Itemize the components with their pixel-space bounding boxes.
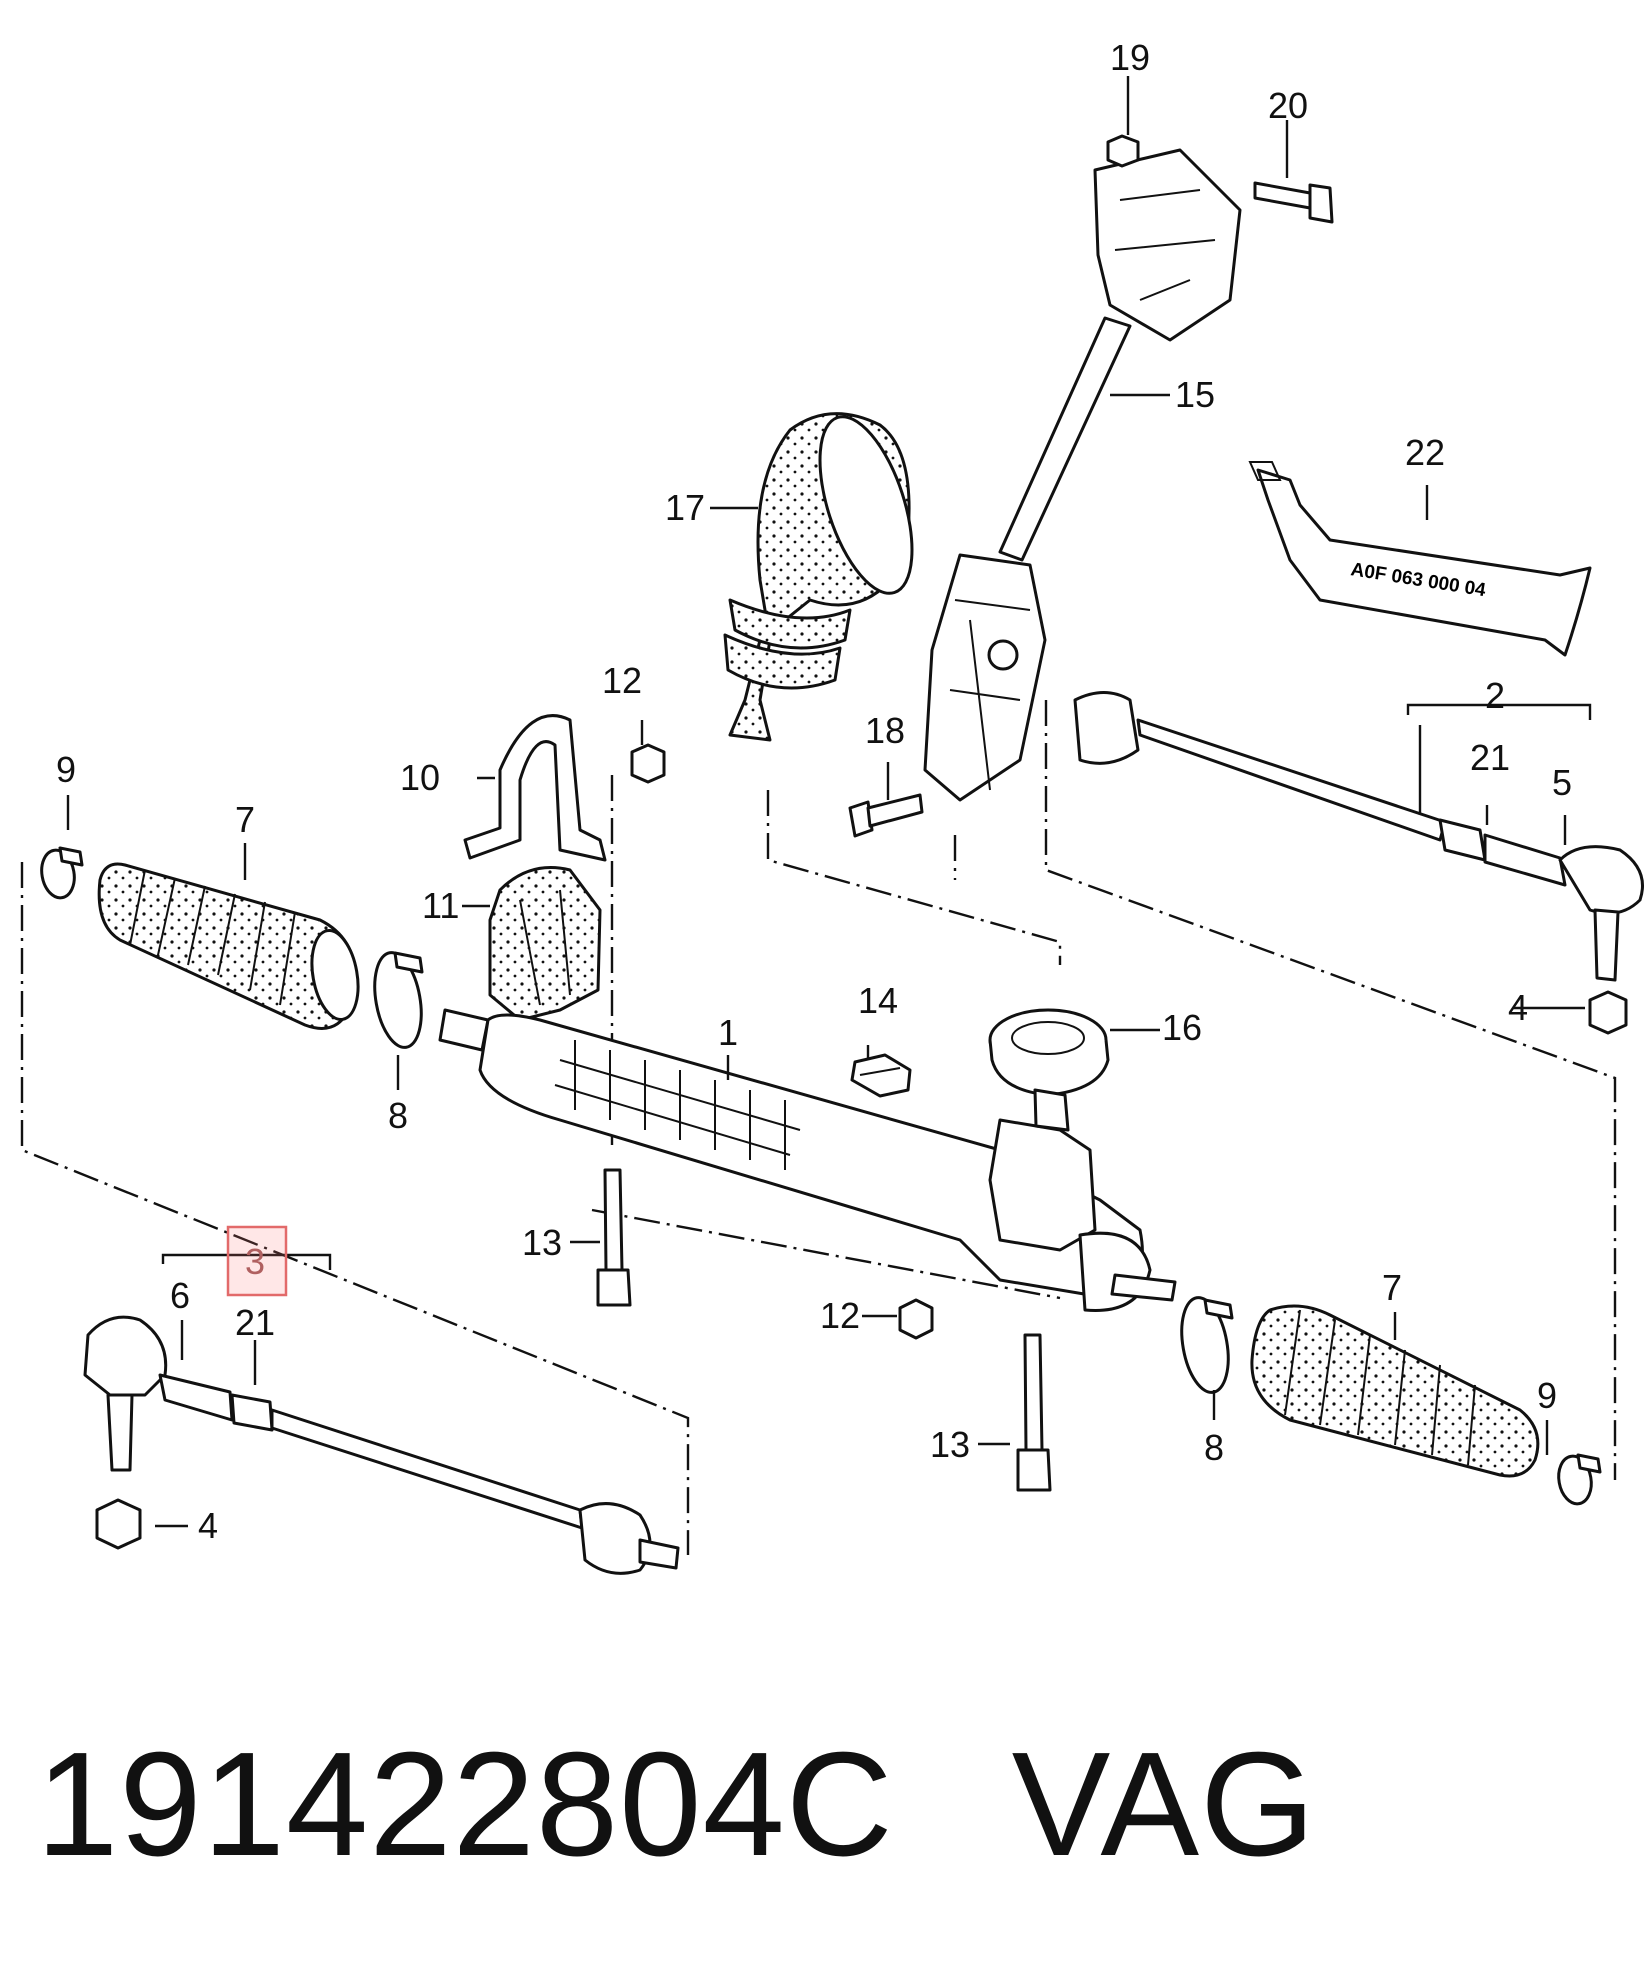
bearing-ring-16 [988,1008,1110,1097]
rack-windows [554,1040,801,1170]
callout-21-left: 21 [235,1302,275,1343]
callout-7-right: 7 [1382,1267,1402,1308]
nut-19 [1106,134,1140,168]
steering-rack-exploded-diagram: A0F 063 000 04 [20,37,1644,1575]
callout-12-upper: 12 [602,660,642,701]
nut-4-right [1588,990,1628,1035]
part-caption: 191422804C VAG [36,1700,1316,1910]
callout-10: 10 [400,757,440,798]
part-number: 191422804C [36,1722,894,1887]
callout-3: 3 [245,1241,265,1282]
callout-21-right: 21 [1470,737,1510,778]
callout-8-left: 8 [388,1095,408,1136]
bush-11 [488,866,602,1022]
callout-12-lower: 12 [820,1295,860,1336]
callout-5: 5 [1552,762,1572,803]
callout-22: 22 [1405,432,1445,473]
rack-housing-1 [438,1008,1177,1312]
callout-19: 19 [1110,37,1150,78]
boot-7-right [1250,1304,1540,1478]
callout-11: 11 [422,885,459,926]
callout-2: 2 [1485,675,1505,716]
highlight-box [226,1225,288,1297]
callouts: 19 20 15 17 22 2 21 5 12 18 10 11 14 16 … [56,37,1572,1546]
callout-6: 6 [170,1275,190,1316]
callout-16: 16 [1162,1007,1202,1048]
callout-8-right: 8 [1204,1427,1224,1468]
boot-17 [723,412,914,742]
callout-4-right: 4 [1508,987,1528,1028]
boot-7-left [97,862,360,1030]
leader-lines [66,76,1592,1528]
callout-13-lower: 13 [930,1424,970,1465]
nut-4-left [95,1498,142,1550]
nut-12-lower [898,1298,934,1340]
clamp-8-right [1180,1296,1234,1394]
callout-14: 14 [858,980,898,1021]
callout-4-left: 4 [198,1505,218,1546]
tie-rod-2-right [1073,691,1644,982]
callout-7-left: 7 [235,799,255,840]
bolt-20 [1253,181,1334,224]
brand-name: VAG [1011,1722,1317,1887]
tie-rod-3-left [83,1315,680,1575]
nut-12-upper [630,743,666,784]
callout-1: 1 [718,1012,738,1053]
callout-17: 17 [665,487,705,528]
callout-18: 18 [865,710,905,751]
grease-tube-22: A0F 063 000 04 [1248,461,1592,657]
callout-13-upper: 13 [522,1222,562,1263]
callout-20: 20 [1268,85,1308,126]
callout-15: 15 [1175,374,1215,415]
clamp-8-left [373,951,424,1049]
clip-14 [850,1053,912,1098]
bolt-18 [848,793,924,838]
bolt-13-upper [596,1168,632,1307]
clamp-9-right [1557,1453,1602,1506]
bolt-13-lower [1016,1333,1052,1492]
clamp-9-left [40,846,84,900]
callout-9-right: 9 [1537,1375,1557,1416]
steering-shaft [923,148,1242,802]
clamp-bracket-10 [463,714,607,862]
callout-9-left: 9 [56,749,76,790]
